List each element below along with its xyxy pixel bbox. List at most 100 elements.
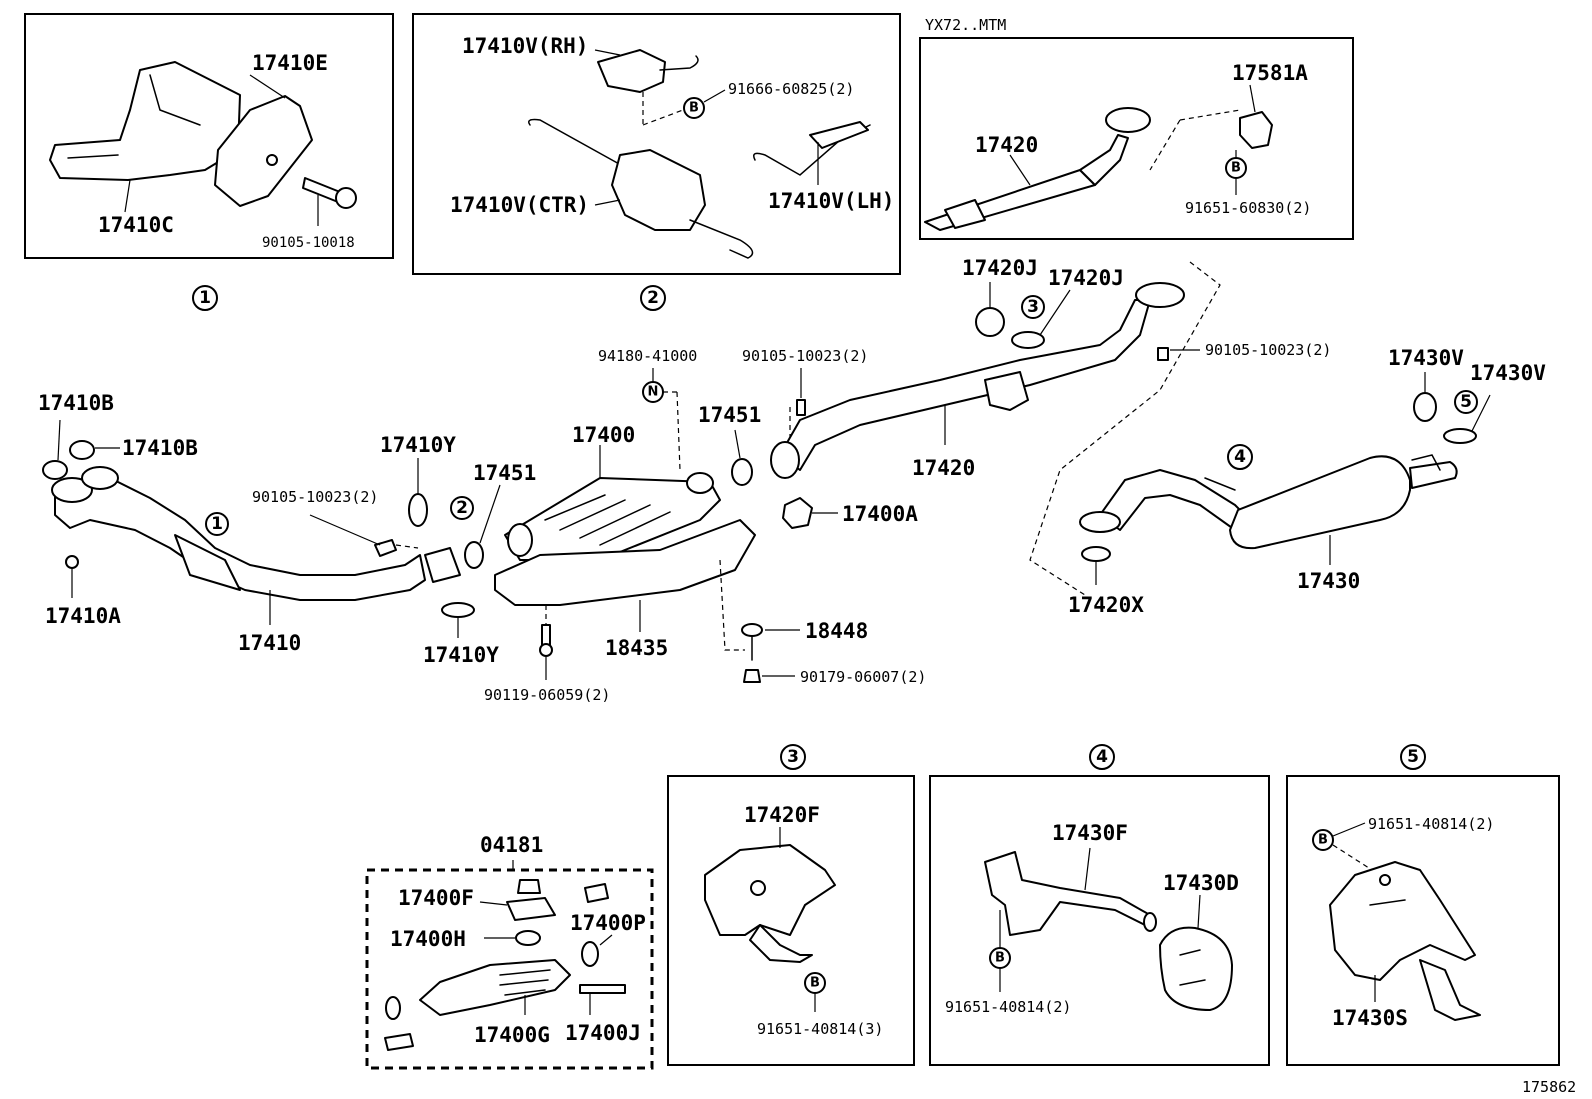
bracket-17420F-hole [750, 880, 766, 896]
label-17410E: 17410E [252, 51, 328, 75]
hanger-17410V-CTR [611, 149, 706, 231]
label-17410Y-a: 17410Y [380, 433, 456, 457]
rubber-17581A [1239, 111, 1273, 149]
gasket-17410Y-a [408, 493, 428, 527]
bracket-17410C [49, 61, 241, 181]
pipe-17420-variant-flange [1105, 107, 1151, 133]
center-pipe-inlet-flange [770, 441, 800, 479]
kit-04181-frame [365, 868, 654, 1070]
kit-converter-element [499, 969, 551, 996]
label-94180-41000: 94180-41000 [598, 347, 697, 365]
label-90119-06059: 90119-06059(2) [484, 686, 610, 704]
muffler-hangers [1204, 454, 1441, 491]
bracket-17430S-slot [1369, 899, 1406, 906]
detail-box-1: 17410E 17410C 90105-10018 [24, 13, 394, 259]
lead-17410C [124, 179, 131, 213]
callout-4: 4 [1096, 747, 1108, 767]
label-17410A: 17410A [45, 604, 121, 628]
label-17451-b: 17451 [698, 403, 761, 427]
bracket-17430S-hole [1379, 874, 1391, 886]
front-pipe-catalyst [174, 534, 241, 591]
tail-pipe-17430 [1099, 469, 1251, 531]
label-17410B-a: 17410B [38, 391, 114, 415]
kit-17400H [515, 930, 541, 946]
converter-17400-outlet [686, 472, 714, 494]
bracket-17430S-tab [1419, 959, 1481, 1021]
label-17420X: 17420X [1068, 593, 1144, 617]
front-pipe-17410 [54, 477, 426, 601]
label-17420J-a: 17420J [962, 256, 1038, 280]
bracket-17430S [1329, 861, 1476, 981]
callout-3-main: 3 [1027, 297, 1039, 317]
gasket-17451-a [464, 541, 484, 569]
label-17410V-CTR: 17410V(CTR) [450, 193, 589, 217]
callout-1-main: 1 [211, 514, 223, 534]
shield-17410E-hole [266, 154, 278, 166]
gasket-17451-b [731, 458, 753, 486]
gasket-17430V-a [1413, 392, 1437, 422]
hanger-17410V-RH [597, 49, 666, 93]
detail-box-5-frame [1286, 775, 1560, 1066]
callout-2-under-box: 2 [640, 285, 666, 311]
gasket-17410Y-b [441, 602, 475, 618]
tag-B-box3: B [810, 976, 820, 991]
detail-box-2-frame [412, 13, 901, 275]
detail-box-4-frame [929, 775, 1270, 1066]
label-17410V-RH: 17410V(RH) [462, 34, 588, 58]
label-17410Y-b: 17410Y [423, 643, 499, 667]
tag-B-box4: B [995, 951, 1005, 966]
label-90105-10023-b: 90105-10023(2) [742, 347, 868, 365]
bolt-90105-10023-c [1157, 347, 1169, 361]
label-17430F: 17430F [1052, 821, 1128, 845]
label-17400A: 17400A [842, 502, 918, 526]
label-17400G: 17400G [474, 1023, 550, 1047]
nut-17410A [65, 555, 79, 569]
kit-converter-body [419, 959, 571, 1016]
diagram-code: 175862 [1522, 1078, 1576, 1096]
label-17400P: 17400P [570, 911, 646, 935]
callout-2-main: 2 [456, 498, 468, 518]
bracket-17410C-fold [149, 74, 201, 126]
converter-17400-ribs [544, 494, 671, 546]
detail-box-2: B 17410V(RH) 91666-60825(2) 17410V(CTR) … [412, 13, 901, 275]
bracket-17430F [984, 851, 1151, 936]
bracket-17420F [704, 844, 836, 936]
label-18435: 18435 [605, 636, 668, 660]
kit-17400F [506, 897, 556, 921]
gasket-17420J-b [1011, 331, 1045, 349]
label-17420: 17420 [912, 456, 975, 480]
gasket-17430V-b [1443, 428, 1477, 444]
label-18448: 18448 [805, 619, 868, 643]
main-assembly: 17410B 17410B 17410A 17410 1 90105-10023… [38, 256, 1546, 704]
muffler-17430 [1229, 455, 1411, 550]
pipe-17420-variant-bend [1079, 134, 1129, 186]
front-pipe-flange-b [81, 466, 119, 490]
kit-bolt-lower [384, 1033, 414, 1051]
label-90105-10023-c: 90105-10023(2) [1205, 341, 1331, 359]
label-17451-a: 17451 [473, 461, 536, 485]
kit-gasket [581, 941, 599, 967]
kit-nut [517, 879, 541, 894]
gasket-17420X [1081, 546, 1111, 562]
hanger-17410V-CTR-rod [528, 118, 631, 171]
label-17420J-b: 17420J [1048, 266, 1124, 290]
bolt-90119-06059 [541, 624, 551, 646]
gasket-17410B-a [42, 460, 68, 480]
label-17420-variant: 17420 [975, 133, 1038, 157]
nut-90179-06007 [743, 669, 761, 683]
detail-box-1-frame [24, 13, 394, 259]
gasket-17420J-a [975, 307, 1005, 337]
label-90105-10023-a: 90105-10023(2) [252, 488, 378, 506]
pipe-17420-variant-bracket [944, 199, 986, 229]
detail-box-4: 4 17430F 17430D B 91651-40814(2) [929, 744, 1270, 1066]
label-90105-10018: 90105-10018 [262, 235, 355, 251]
label-variant-yx72: YX72..MTM [925, 16, 1006, 34]
tag-N: N [648, 385, 659, 400]
callout-5: 5 [1407, 747, 1419, 767]
label-17410V-LH: 17410V(LH) [768, 189, 894, 213]
kit-bolt-17400J [579, 984, 626, 994]
center-pipe-outlet-flange [1135, 282, 1185, 308]
label-91666-60825: 91666-60825(2) [728, 80, 854, 98]
label-17420F: 17420F [744, 803, 820, 827]
